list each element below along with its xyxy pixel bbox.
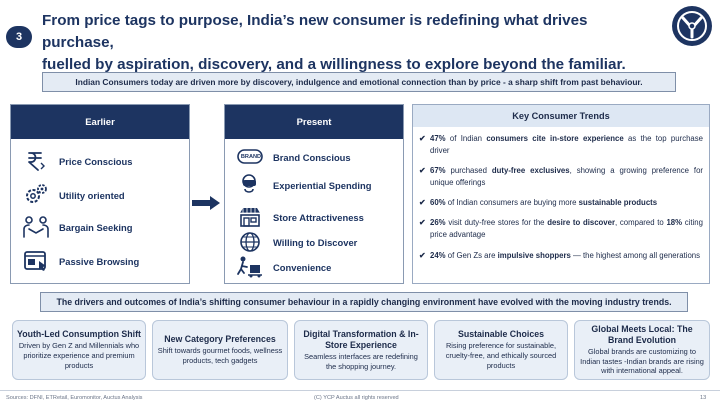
present-item-label: Experiential Spending	[273, 179, 372, 191]
card-title: Sustainable Choices	[457, 329, 545, 340]
footer-divider	[0, 390, 720, 391]
check-icon: ✔	[419, 198, 426, 207]
gears-icon	[21, 183, 51, 207]
present-item-convenience: Convenience	[235, 255, 331, 279]
bottom-banner: The drivers and outcomes of India’s shif…	[40, 292, 688, 312]
card-description: Global brands are customizing to Indian …	[580, 346, 704, 376]
trend-text: 60% of Indian consumers are buying more …	[430, 198, 658, 207]
present-item-experiential-spending: Experiential Spending	[235, 173, 371, 197]
vr-headset-icon	[235, 173, 265, 197]
slide-headline: From price tags to purpose, India’s new …	[42, 10, 642, 76]
trend-item: ✔ 67% purchased duty-free exclusives, sh…	[419, 165, 703, 188]
footer-page-number: 13	[700, 395, 707, 401]
footer-sources: Sources: DFNI, ETRetail, Euromonitor, Au…	[6, 395, 143, 401]
card-description: Shift towards gourmet foods, wellness pr…	[157, 346, 283, 365]
present-column: Present BRAND Brand Conscious Experienti…	[224, 104, 404, 284]
check-icon: ✔	[419, 251, 426, 260]
card-title: New Category Preferences	[164, 334, 276, 345]
earlier-item-price-conscious: Price Conscious	[21, 149, 132, 173]
card-global-meets-local: Global Meets Local: The Brand Evolution …	[574, 320, 710, 380]
present-item-label: Convenience	[273, 261, 332, 273]
earlier-item-bargain-seeking: Bargain Seeking	[21, 215, 132, 239]
present-item-label: Willing to Discover	[273, 236, 358, 248]
earlier-column-title: Earlier	[11, 105, 189, 139]
headline-line-2: fuelled by aspiration, discovery, and a …	[42, 56, 626, 73]
trend-text: 24% of Gen Zs are impulsive shoppers — t…	[430, 251, 701, 260]
key-consumer-trends-panel: Key Consumer Trends ✔ 47% of Indian cons…	[412, 104, 710, 284]
browser-icon	[21, 249, 51, 273]
card-title: Youth-Led Consumption Shift	[17, 329, 141, 340]
slide-number-badge: 3	[6, 26, 32, 48]
top-banner: Indian Consumers today are driven more b…	[42, 72, 676, 92]
check-icon: ✔	[419, 218, 426, 227]
trend-item: ✔ 26% visit duty-free stores for the des…	[419, 217, 703, 240]
card-digital-transformation: Digital Transformation & In-Store Experi…	[294, 320, 428, 380]
brand-badge-icon: BRAND	[235, 145, 265, 169]
earlier-item-label: Passive Browsing	[59, 255, 140, 267]
present-item-label: Store Attractiveness	[273, 211, 364, 223]
card-youth-led-consumption: Youth-Led Consumption Shift Driven by Ge…	[12, 320, 146, 380]
storefront-icon	[235, 205, 265, 229]
card-new-category-preferences: New Category Preferences Shift towards g…	[152, 320, 288, 380]
card-title: Digital Transformation & In-Store Experi…	[303, 328, 419, 350]
check-icon: ✔	[419, 134, 426, 143]
card-title: Global Meets Local: The Brand Evolution	[591, 323, 693, 345]
trends-title: Key Consumer Trends	[413, 105, 709, 127]
right-arrow-icon	[192, 196, 220, 210]
brand-badge-text: BRAND	[240, 154, 262, 160]
earlier-item-label: Bargain Seeking	[59, 221, 133, 233]
present-item-store-attractiveness: Store Attractiveness	[235, 205, 364, 229]
footer-copyright: (C) YCP Auctus all rights reserved	[314, 395, 399, 401]
handshake-icon	[21, 215, 51, 239]
trend-item: ✔ 24% of Gen Zs are impulsive shoppers —…	[419, 250, 703, 262]
earlier-item-utility-oriented: Utility oriented	[21, 183, 125, 207]
headline-line-1: From price tags to purpose, India’s new …	[42, 12, 588, 51]
card-description: Seamless interfaces are redefining the s…	[304, 351, 418, 371]
present-item-brand-conscious: BRAND Brand Conscious	[235, 145, 351, 169]
earlier-item-label: Utility oriented	[59, 189, 125, 201]
present-column-title: Present	[225, 105, 403, 139]
earlier-item-label: Price Conscious	[59, 155, 133, 167]
check-icon: ✔	[419, 166, 426, 175]
trend-text: 26% visit duty-free stores for the desir…	[430, 218, 703, 239]
rupee-icon	[21, 149, 51, 173]
trend-text: 67% purchased duty-free exclusives, show…	[430, 166, 703, 187]
present-item-label: Brand Conscious	[273, 151, 351, 163]
brand-logo-icon	[672, 6, 712, 46]
logo-mark-icon	[677, 11, 707, 41]
card-description: Driven by Gen Z and Millennials who prio…	[18, 341, 140, 370]
globe-icon	[235, 230, 265, 254]
delivery-icon	[235, 255, 265, 279]
trend-text: 47% of Indian consumers cite in-store ex…	[430, 134, 703, 155]
card-description: Rising preference for sustainable, cruel…	[445, 341, 557, 370]
present-item-willing-to-discover: Willing to Discover	[235, 230, 357, 254]
card-sustainable-choices: Sustainable Choices Rising preference fo…	[434, 320, 568, 380]
trend-item: ✔ 47% of Indian consumers cite in-store …	[419, 133, 703, 156]
earlier-column: Earlier Price Conscious Utility oriented…	[10, 104, 190, 284]
trend-item: ✔ 60% of Indian consumers are buying mor…	[419, 197, 703, 209]
earlier-item-passive-browsing: Passive Browsing	[21, 249, 139, 273]
